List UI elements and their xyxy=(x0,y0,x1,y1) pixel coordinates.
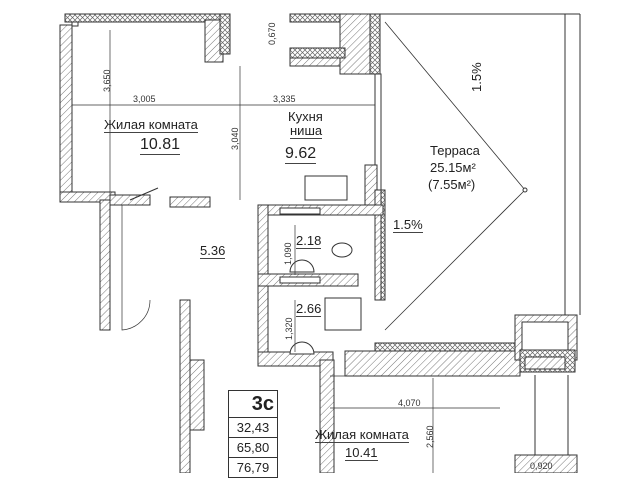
dim-2560: 2,560 xyxy=(425,425,435,448)
room-name-terrace: Терраса xyxy=(430,143,480,158)
room-area-living-2: 10.41 xyxy=(345,445,378,461)
apartment-type: 3с xyxy=(251,393,274,415)
dim-0920: 0,920 xyxy=(530,461,553,471)
room-area-terrace-reduced: (7.55м²) xyxy=(428,177,476,192)
room-name-kitchen: Кухня xyxy=(288,109,323,124)
room-area-living-1: 10.81 xyxy=(140,136,181,155)
total-area: 65,80 xyxy=(229,437,277,457)
apartment-info-table: 3с 32,43 65,80 76,79 xyxy=(228,390,278,478)
living-area: 32,43 xyxy=(229,417,277,437)
slope-label-top: 1.5% xyxy=(469,62,484,92)
room-area-terrace: 25.15м² xyxy=(430,160,476,175)
dim-1090: 1,090 xyxy=(283,242,293,265)
room-area-kitchen: 9.62 xyxy=(285,145,317,164)
dim-3005: 3,005 xyxy=(133,94,156,104)
dim-3040: 3,040 xyxy=(230,127,240,150)
room-area-hall: 5.36 xyxy=(200,243,226,259)
dim-3335: 3,335 xyxy=(273,94,296,104)
slope-label-mid: 1.5% xyxy=(393,217,423,233)
total-area-with-terrace: 76,79 xyxy=(229,457,277,477)
dim-0670: 0,670 xyxy=(267,22,277,45)
dim-3650: 3,650 xyxy=(102,69,112,92)
room-name-kitchen-niche: ниша xyxy=(290,123,323,139)
room-area-bathroom-1: 2.18 xyxy=(296,233,322,249)
dim-1320: 1,320 xyxy=(284,317,294,340)
room-name-living-2: Жилая комната xyxy=(315,427,409,443)
room-area-bathroom-2: 2.66 xyxy=(296,301,322,317)
room-name-living-1: Жилая комната xyxy=(104,117,198,133)
dim-4070: 4,070 xyxy=(398,398,421,408)
